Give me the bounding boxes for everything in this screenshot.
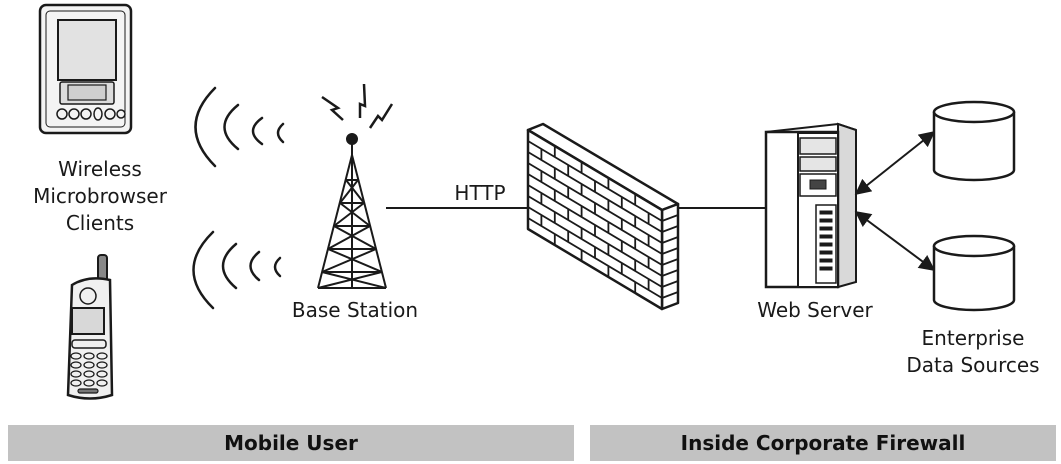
clients-label-line-1: Wireless [58,157,142,181]
data-sources-label-line-2: Data Sources [906,353,1040,377]
web-server-label: Web Server [757,298,873,322]
pda-icon [38,3,133,135]
http-label: HTTP [454,181,506,205]
clients-label-line-2: Microbrowser [33,184,167,208]
clients-label: Wireless Microbrowser Clients [20,156,180,237]
data-sources-label: Enterprise Data Sources [888,325,1058,379]
data-link-arrow-top [854,131,936,195]
base-station-label: Base Station [291,298,419,322]
inside-firewall-zone-bar: Inside Corporate Firewall [590,425,1056,461]
cell-phone-icon [66,254,114,400]
firewall-brick-icon [526,122,680,311]
data-link-arrow-bottom [854,211,936,271]
radio-wave-icon [192,230,282,310]
database-icon [932,100,1016,182]
data-sources-label-line-1: Enterprise [921,326,1025,350]
clients-label-line-3: Clients [65,211,135,235]
web-server-icon [764,122,857,289]
mobile-user-zone-bar: Mobile User [8,425,574,461]
cell-tower-icon [317,83,394,289]
radio-wave-icon [194,86,285,168]
database-icon [932,234,1016,312]
